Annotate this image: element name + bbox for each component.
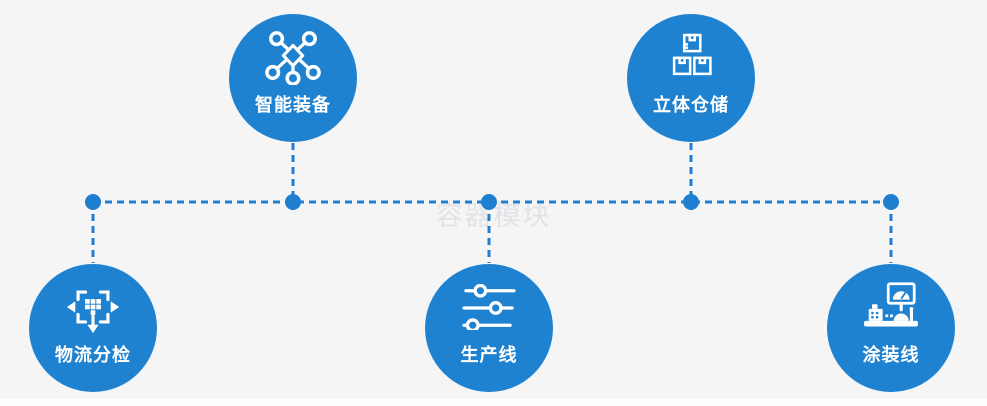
node-label: 生产线 <box>460 345 518 365</box>
node-icon-box <box>664 30 718 84</box>
node-icon-box <box>262 30 324 85</box>
node-warehouse: 立体仓储 <box>627 14 755 142</box>
node-icon-box <box>861 280 921 334</box>
node-label: 立体仓储 <box>653 95 729 115</box>
sliders-icon <box>462 284 516 330</box>
stacked-boxes-icon <box>672 33 712 76</box>
network-nodes-icon <box>265 31 321 85</box>
node-label: 智能装备 <box>255 95 331 115</box>
node-icon-box <box>462 280 516 334</box>
node-production-line: 生产线 <box>425 264 553 392</box>
node-painting-line: 涂装线 <box>827 264 955 392</box>
node-logistics-sorting: 物流分检 <box>29 264 157 392</box>
control-station-icon <box>864 282 918 327</box>
junction-dot-right <box>883 194 899 210</box>
sort-distribute-icon <box>66 290 120 334</box>
node-label: 涂装线 <box>862 345 920 365</box>
junction-dot-production <box>481 194 497 210</box>
node-icon-box <box>65 280 121 334</box>
junction-dot-warehouse <box>683 194 699 210</box>
junction-dot-smart-equipment <box>285 194 301 210</box>
node-smart-equipment: 智能装备 <box>229 14 357 142</box>
bottom-strip <box>0 399 987 406</box>
junction-dot-left <box>85 194 101 210</box>
node-label: 物流分检 <box>55 345 131 365</box>
